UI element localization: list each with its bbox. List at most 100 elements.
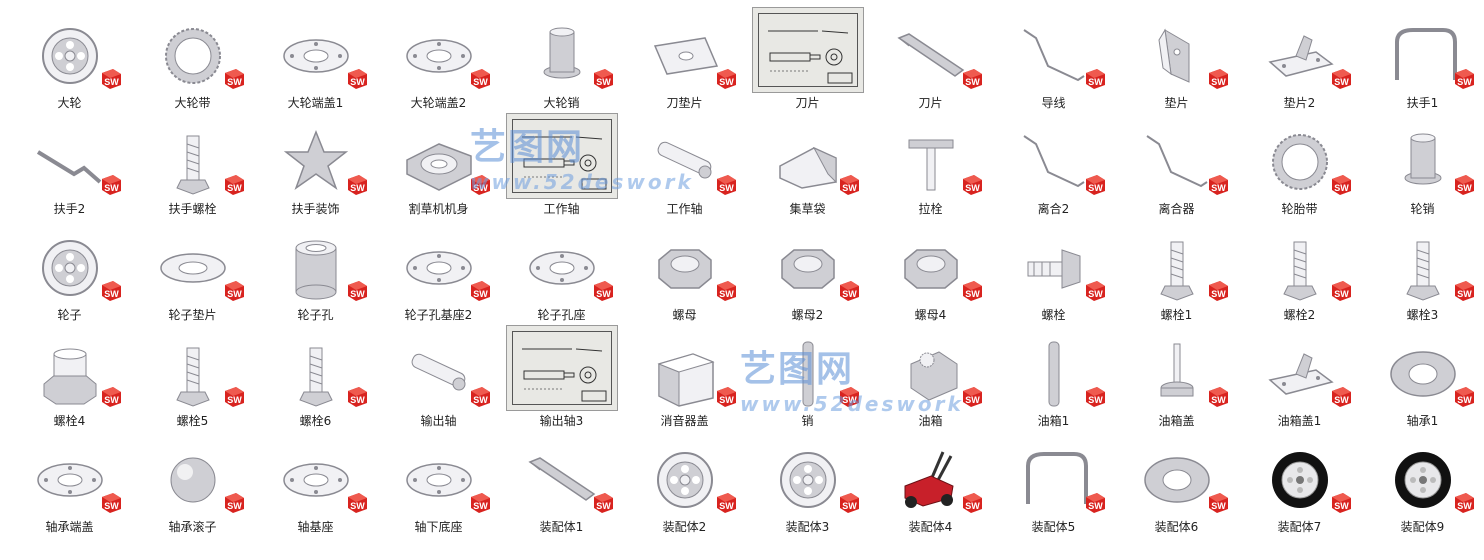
file-name: 装配体2 (662, 520, 707, 534)
file-item[interactable]: 工作轴 (500, 112, 623, 218)
box-icon (630, 332, 740, 416)
file-item[interactable]: SW 轮胎带 (1238, 112, 1361, 218)
solidworks-badge-icon: SW (102, 175, 121, 195)
svg-text:SW: SW (1211, 395, 1226, 405)
svg-text:SW: SW (842, 395, 857, 405)
file-item[interactable]: SW 扶手1 (1361, 6, 1484, 112)
tire-ring-icon (1245, 120, 1355, 204)
file-item[interactable]: SW 轴承1 (1361, 324, 1484, 430)
file-item[interactable]: SW 螺栓1 (1115, 218, 1238, 324)
file-item[interactable]: SW 装配体2 (623, 430, 746, 536)
file-item[interactable]: SW 销 (746, 324, 869, 430)
file-item[interactable]: SW 离合器 (1115, 112, 1238, 218)
file-item[interactable]: SW 螺母 (623, 218, 746, 324)
file-item[interactable]: SW 割草机机身 (377, 112, 500, 218)
file-item[interactable]: SW 装配体1 (500, 430, 623, 536)
solidworks-badge-icon: SW (840, 281, 859, 301)
solidworks-badge-icon: SW (471, 387, 490, 407)
file-item[interactable]: SW 装配体4 (869, 430, 992, 536)
file-item[interactable]: SW 消音器盖 (623, 324, 746, 430)
shaft-icon (630, 120, 740, 204)
file-item[interactable]: SW 垫片2 (1238, 6, 1361, 112)
svg-text:SW: SW (719, 289, 734, 299)
file-name: 轮子孔基座2 (404, 308, 473, 322)
nut-icon (630, 226, 740, 310)
file-name: 扶手2 (53, 202, 86, 216)
file-item[interactable]: SW 装配体7 (1238, 430, 1361, 536)
file-item[interactable]: SW 螺栓 (992, 218, 1115, 324)
file-name: 轮胎带 (1281, 202, 1318, 216)
file-item[interactable]: SW 轮子孔座 (500, 218, 623, 324)
file-item[interactable]: SW 螺栓4 (8, 324, 131, 430)
file-item[interactable]: SW 螺栓6 (254, 324, 377, 430)
file-item[interactable]: SW 油箱 (869, 324, 992, 430)
file-item[interactable]: 输出轴3 (500, 324, 623, 430)
file-item[interactable]: SW 大轮销 (500, 6, 623, 112)
solidworks-badge-icon: SW (717, 387, 736, 407)
blade-icon (876, 14, 986, 98)
file-item[interactable]: SW 装配体5 (992, 430, 1115, 536)
handle-frame-icon (999, 438, 1109, 522)
file-item[interactable]: SW 大轮端盖2 (377, 6, 500, 112)
file-item[interactable]: SW 螺栓2 (1238, 218, 1361, 324)
file-item[interactable]: SW 轴基座 (254, 430, 377, 536)
file-item[interactable]: SW 大轮 (8, 6, 131, 112)
file-item[interactable]: SW 油箱1 (992, 324, 1115, 430)
file-item[interactable]: SW 轮子垫片 (131, 218, 254, 324)
plate-icon (630, 14, 740, 98)
solidworks-badge-icon: SW (1209, 175, 1228, 195)
file-item[interactable]: SW 集草袋 (746, 112, 869, 218)
file-item[interactable]: SW 轮子 (8, 218, 131, 324)
file-item[interactable]: SW 刀片 (869, 6, 992, 112)
file-item[interactable]: SW 轴承端盖 (8, 430, 131, 536)
bolt-icon (261, 332, 371, 416)
file-item[interactable]: SW 离合2 (992, 112, 1115, 218)
file-item[interactable]: SW 扶手2 (8, 112, 131, 218)
svg-text:SW: SW (719, 183, 734, 193)
svg-text:SW: SW (965, 289, 980, 299)
file-item[interactable]: SW 轮销 (1361, 112, 1484, 218)
solidworks-badge-icon: SW (1086, 69, 1105, 89)
file-item[interactable]: SW 垫片 (1115, 6, 1238, 112)
svg-text:SW: SW (965, 77, 980, 87)
solidworks-badge-icon: SW (471, 175, 490, 195)
pin-cylinder-icon (1368, 120, 1478, 204)
file-item[interactable]: SW 装配体9 (1361, 430, 1484, 536)
file-item[interactable]: SW 大轮端盖1 (254, 6, 377, 112)
svg-text:SW: SW (473, 395, 488, 405)
file-name: 集草袋 (789, 202, 826, 216)
svg-text:SW: SW (104, 395, 119, 405)
file-item[interactable]: SW 扶手螺栓 (131, 112, 254, 218)
file-name: 输出轴 (420, 414, 457, 428)
file-item[interactable]: SW 轮子孔 (254, 218, 377, 324)
solidworks-badge-icon: SW (1086, 493, 1105, 513)
file-item[interactable]: 刀片 (746, 6, 869, 112)
file-name: 轴承端盖 (45, 520, 94, 534)
file-item[interactable]: SW 扶手装饰 (254, 112, 377, 218)
file-item[interactable]: SW 螺栓5 (131, 324, 254, 430)
file-item[interactable]: SW 油箱盖 (1115, 324, 1238, 430)
file-item[interactable]: SW 轴承滚子 (131, 430, 254, 536)
solidworks-badge-icon: SW (594, 493, 613, 513)
solidworks-badge-icon: SW (594, 69, 613, 89)
file-item[interactable]: SW 轴下底座 (377, 430, 500, 536)
file-item[interactable]: SW 工作轴 (623, 112, 746, 218)
file-item[interactable]: SW 轮子孔基座2 (377, 218, 500, 324)
file-item[interactable]: SW 螺栓3 (1361, 218, 1484, 324)
file-item[interactable]: SW 大轮带 (131, 6, 254, 112)
file-item[interactable]: SW 装配体3 (746, 430, 869, 536)
file-name: 装配体6 (1154, 520, 1199, 534)
file-item[interactable]: SW 螺母4 (869, 218, 992, 324)
file-name: 轴承1 (1406, 414, 1439, 428)
file-item[interactable]: SW 装配体6 (1115, 430, 1238, 536)
file-item[interactable]: SW 螺母2 (746, 218, 869, 324)
file-item[interactable]: SW 拉栓 (869, 112, 992, 218)
file-item[interactable]: SW 油箱盖1 (1238, 324, 1361, 430)
file-name: 油箱1 (1037, 414, 1070, 428)
solidworks-badge-icon: SW (963, 493, 982, 513)
file-item[interactable]: SW 输出轴 (377, 324, 500, 430)
file-item[interactable]: SW 刀垫片 (623, 6, 746, 112)
solidworks-badge-icon: SW (1209, 387, 1228, 407)
file-item[interactable]: SW 导线 (992, 6, 1115, 112)
file-name: 垫片2 (1283, 96, 1316, 110)
